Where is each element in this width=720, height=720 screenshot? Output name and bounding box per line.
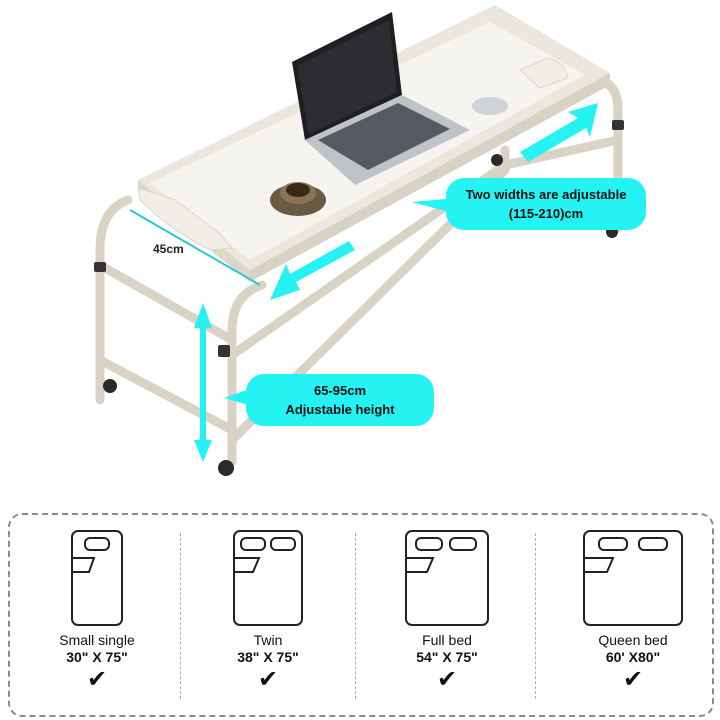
height-callout-pointer — [224, 388, 252, 406]
single-bed-icon — [71, 530, 123, 626]
divider — [355, 533, 356, 699]
mouse — [472, 97, 508, 115]
bed-size: 30" X 75" — [66, 649, 128, 665]
laptop — [292, 12, 470, 185]
bed-name: Full bed — [422, 632, 472, 648]
bed-size: 38" X 75" — [237, 649, 299, 665]
divider — [180, 533, 181, 699]
width-callout-line1: Two widths are adjustable — [465, 187, 627, 202]
bed-size: 54" X 75" — [416, 649, 478, 665]
bed-compatibility-panel — [8, 513, 714, 717]
bed-name: Queen bed — [598, 632, 668, 648]
width-callout-pointer — [412, 198, 456, 214]
product-illustration — [94, 5, 624, 476]
bed-queen: Queen bed 60' X80" ✔ — [548, 528, 718, 712]
divider — [535, 533, 536, 699]
bed-full: Full bed 54" X 75" ✔ — [362, 528, 532, 712]
coffee-cup — [270, 182, 326, 216]
depth-line — [129, 209, 261, 286]
bed-name: Small single — [59, 632, 135, 648]
height-callout: 65-95cm Adjustable height — [246, 374, 434, 426]
leg-clamps — [94, 120, 624, 357]
height-arrow — [194, 303, 212, 462]
checkmark-icon: ✔ — [257, 666, 279, 693]
queen-bed-icon — [583, 530, 683, 626]
bed-name: Twin — [253, 632, 283, 648]
checkmark-icon: ✔ — [86, 666, 108, 693]
twin-bed-icon — [233, 530, 303, 626]
height-callout-line2: Adjustable height — [285, 402, 395, 417]
width-callout: Two widths are adjustable (115-210)cm — [446, 178, 646, 230]
caster-wheels — [103, 154, 618, 476]
bed-small-single: Small single 30" X 75" ✔ — [12, 528, 182, 712]
checkmark-icon: ✔ — [436, 666, 458, 693]
width-callout-line2: (115-210)cm — [508, 206, 584, 221]
height-callout-line1: 65-95cm — [313, 383, 367, 398]
full-bed-icon — [405, 530, 489, 626]
checkmark-icon: ✔ — [622, 666, 644, 693]
bed-size: 60' X80" — [605, 649, 661, 665]
bed-twin: Twin 38" X 75" ✔ — [183, 528, 353, 712]
width-arrow — [270, 103, 598, 300]
depth-label: 45cm — [153, 242, 184, 256]
